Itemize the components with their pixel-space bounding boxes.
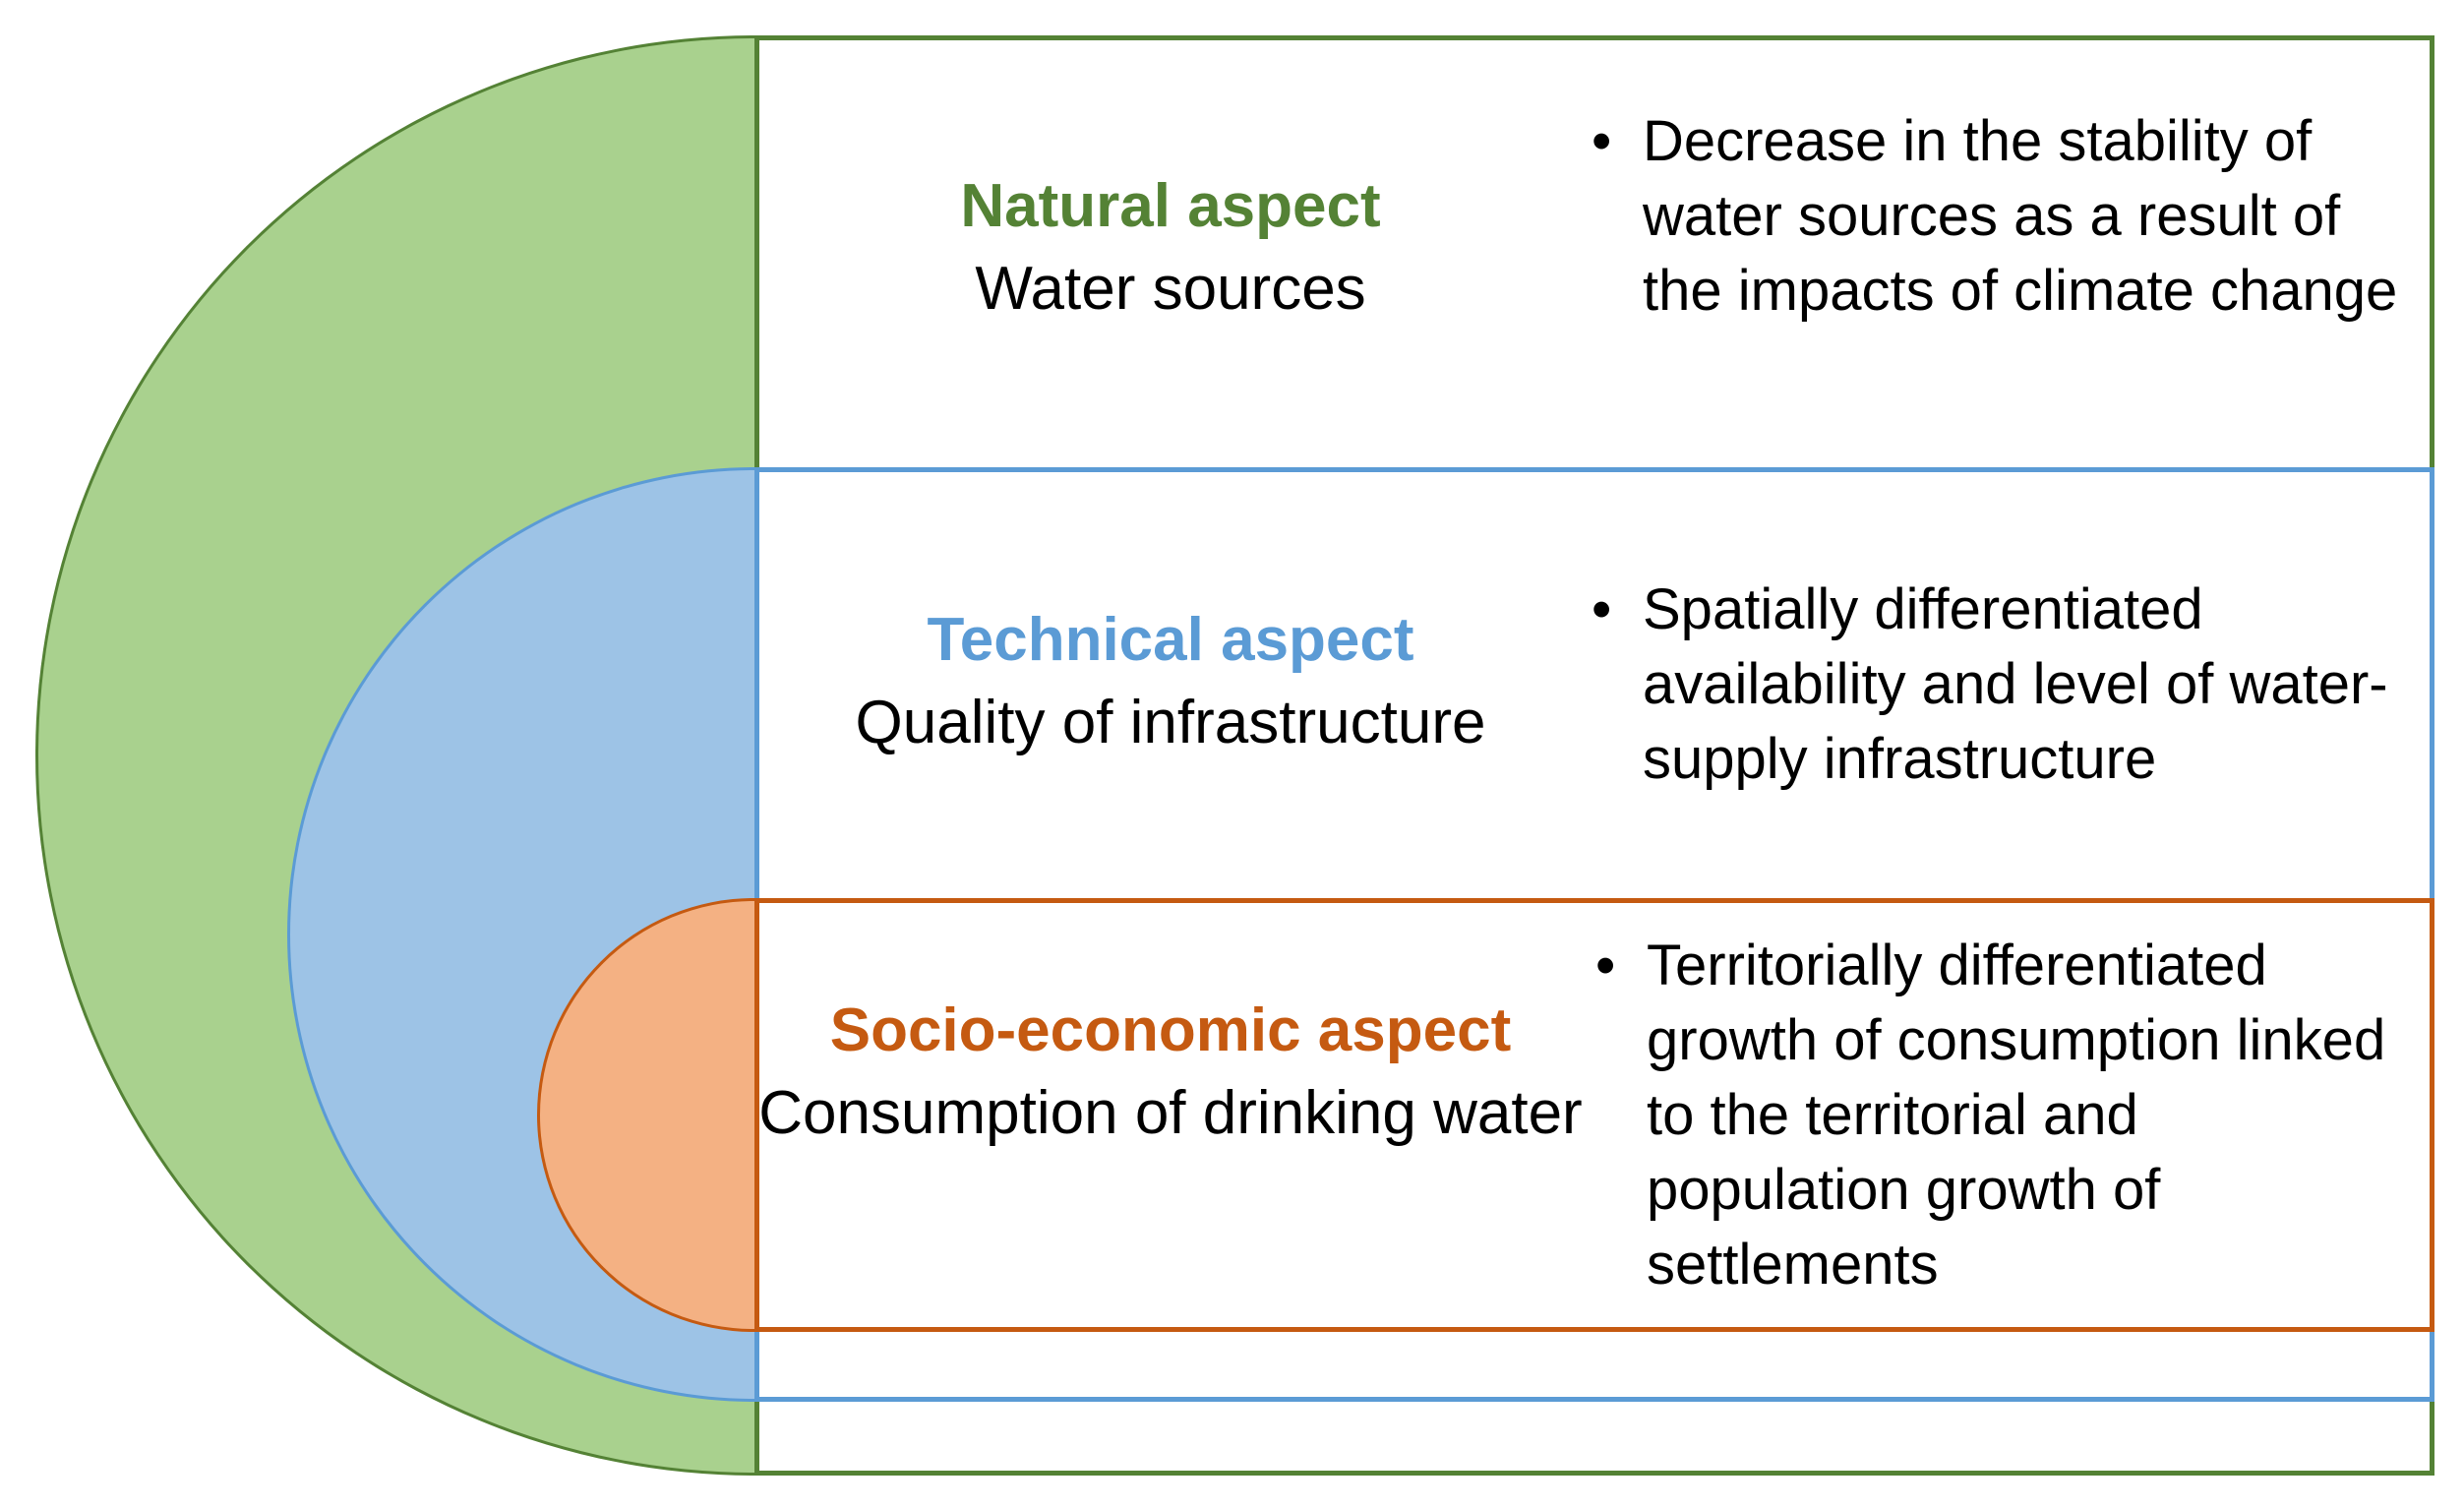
technical-bullet-text: Spatially differentiated availability an… [1643,577,2388,791]
natural-bullet-text: Decrease in the stability of water sourc… [1643,109,2398,323]
technical-aspect-block: Technical aspect Quality of infrastructu… [757,599,1584,764]
natural-bullet: • Decrease in the stability of water sou… [1592,104,2408,329]
socio-aspect-block: Socio-economic aspect Consumption of dri… [757,990,1584,1155]
bullet-dot: • [1592,109,1612,173]
socio-bullet: • Territorially differentiated growth of… [1595,929,2412,1302]
socio-aspect-title: Socio-economic aspect [829,996,1512,1064]
natural-aspect-block: Natural aspect Water sources [757,165,1584,331]
bullet-dot: • [1595,934,1616,997]
bullet-dot: • [1592,577,1612,641]
technical-aspect-subtitle: Quality of infrastructure [855,689,1486,756]
natural-aspect-subtitle: Water sources [975,255,1366,323]
socio-aspect-subtitle: Consumption of drinking water [758,1079,1583,1147]
natural-aspect-title: Natural aspect [960,172,1381,240]
technical-aspect-title: Technical aspect [927,606,1414,674]
technical-bullet: • Spatially differentiated availability … [1592,573,2408,797]
socio-box [754,898,2434,1332]
socio-bullet-text: Territorially differentiated growth of c… [1647,934,2386,1297]
